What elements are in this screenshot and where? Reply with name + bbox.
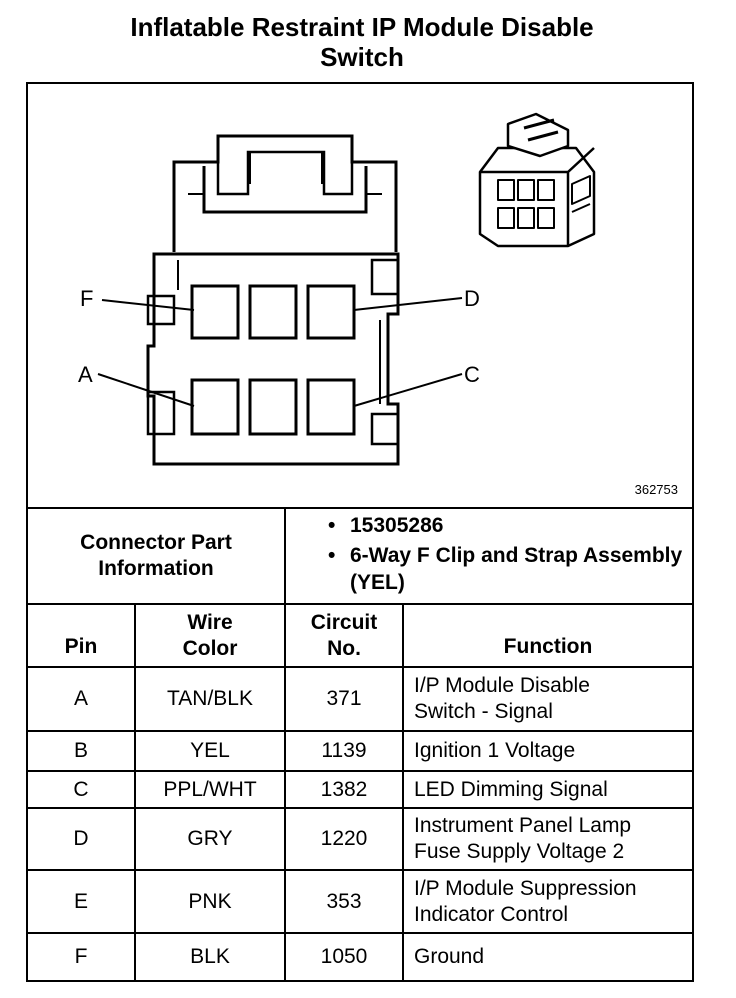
connector-latch (202, 166, 368, 214)
cavity-B (248, 378, 298, 436)
table-cell-pin: B (73, 739, 88, 762)
divider (28, 730, 692, 732)
title-line-1: Inflatable Restraint IP Module Disable (130, 12, 594, 42)
divider (284, 507, 286, 982)
diagram-frame: F D A C 362753 Connector Part Informatio… (26, 82, 694, 982)
table-cell-circuit: 1382 (320, 777, 368, 801)
cavity-A (190, 378, 240, 436)
connector-top-housing (172, 134, 398, 252)
table-cell-wire: BLK (190, 945, 230, 968)
connector-diagram: F D A C (78, 112, 596, 466)
table-cell-wire: GRY (187, 827, 233, 850)
table-cell-pin: D (73, 827, 89, 850)
table-cell-wire: TAN/BLK (167, 687, 253, 710)
table-cell-circuit: 1139 (321, 739, 367, 762)
table-cell-pin: E (73, 889, 88, 913)
connector-info-label: Connector Part Information (28, 509, 284, 603)
divider (28, 603, 692, 605)
table-cell-function: LED Dimming Signal (414, 777, 608, 801)
table-cell-wire: PPL/WHT (163, 777, 257, 801)
divider (134, 603, 136, 982)
figure-number: 362753 (634, 482, 678, 497)
pin-label-F: F (80, 286, 93, 311)
pin-label-C: C (464, 362, 480, 387)
table-cell-circuit: 1050 (320, 945, 368, 968)
connector-3d-icon (478, 112, 596, 248)
table-cell-wire: YEL (190, 739, 230, 762)
table-cell-pin: F (74, 945, 88, 968)
connector-info-label-line-2: Information (98, 557, 214, 580)
divider (402, 603, 404, 982)
table-cell-pin: C (73, 777, 89, 801)
divider (28, 770, 692, 772)
cavity-C (306, 378, 356, 436)
cavity-F (190, 284, 240, 340)
table-cell-circuit: 371 (326, 687, 362, 710)
page-title: Inflatable Restraint IP Module Disable S… (0, 12, 724, 72)
pin-label-D: D (464, 286, 480, 311)
divider (28, 869, 692, 871)
connector-info-bullets: •15305286 •6-Way F Clip and Strap Assemb… (328, 512, 688, 599)
column-header-pin: Pin (64, 635, 98, 658)
table-cell-circuit: 1220 (320, 827, 368, 850)
table-cell-wire: PNK (188, 889, 232, 913)
pin-label-A: A (78, 362, 93, 387)
column-header-function: Function (503, 635, 593, 658)
table-cell-pin: A (73, 687, 88, 710)
connector-info-bullet: •6-Way F Clip and Strap Assembly (YEL) (328, 544, 683, 594)
table-cell-function: Ground (414, 945, 485, 968)
divider (28, 507, 692, 509)
connector-info-label-line-1: Connector Part (80, 531, 232, 554)
connector-body (146, 252, 400, 466)
cavity-D (306, 284, 356, 340)
cavity-E (248, 284, 298, 340)
connector-description: 6-Way F Clip and Strap Assembly (YEL) (350, 544, 683, 594)
divider (28, 932, 692, 934)
part-number: 15305286 (350, 514, 444, 537)
title-line-2: Switch (320, 42, 404, 72)
divider (28, 807, 692, 809)
table-cell-circuit: 353 (326, 889, 362, 913)
table-cell-function: Ignition 1 Voltage (414, 739, 576, 762)
divider (28, 666, 692, 668)
connector-info-bullet: •15305286 (328, 514, 444, 537)
